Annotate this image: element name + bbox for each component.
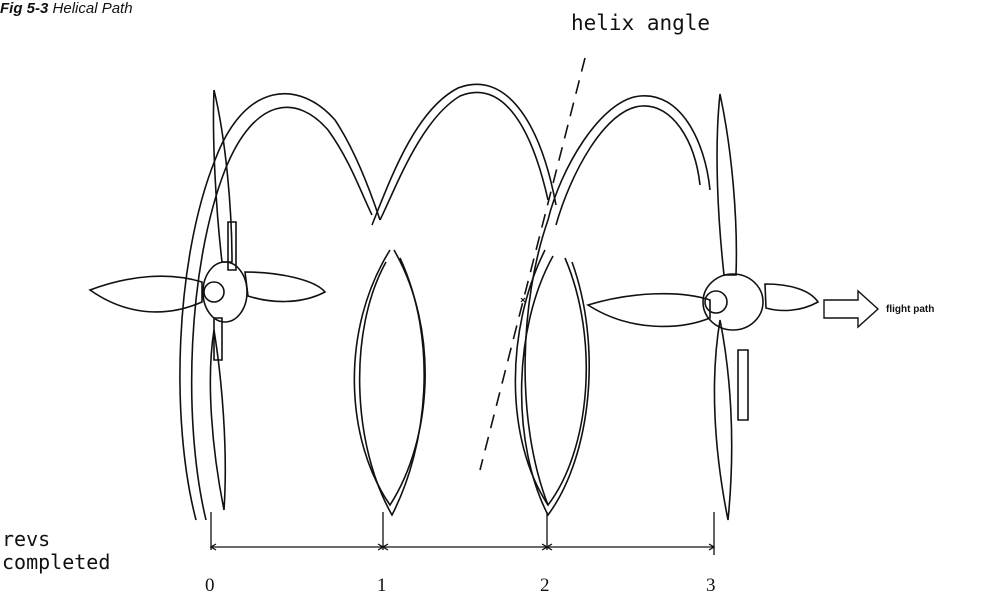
revs-scale (209, 512, 716, 555)
flight-path-arrow-icon (823, 289, 880, 329)
revs-label-line-1: revs (2, 527, 51, 551)
tick-label-3: 3 (706, 575, 716, 596)
propeller-0 (88, 89, 327, 511)
revs-label-line-2: completed (2, 550, 111, 574)
tick-label-1: 1 (377, 575, 387, 596)
helix-ribbon (179, 83, 711, 521)
helix-angle-label: helix angle (571, 11, 711, 35)
propeller-3 (586, 93, 820, 521)
revs-completed-label: revs completed (2, 528, 110, 574)
flight-path-label: flight path (886, 304, 935, 315)
tick-label-0: 0 (205, 575, 215, 596)
figure-caption: Fig 5-3 Helical Path (0, 0, 133, 17)
helix-angle-line (479, 57, 586, 471)
figure-number: Fig 5-3 (0, 0, 49, 17)
helix-angle-mark (520, 297, 526, 303)
figure-title: Helical Path (52, 0, 133, 17)
tick-label-2: 2 (540, 575, 550, 596)
